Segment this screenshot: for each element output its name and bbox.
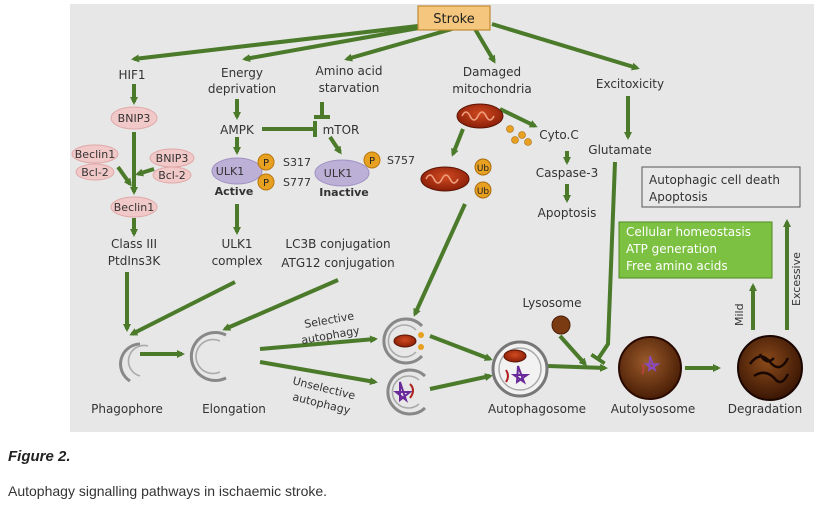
excitoxicity-label: Excitoxicity: [596, 77, 664, 91]
svg-text:Active: Active: [215, 185, 254, 198]
selective-autophagosome-icon: [382, 317, 424, 365]
beclin1-node: Beclin1: [110, 196, 158, 218]
ampk-label: AMPK: [220, 123, 255, 137]
svg-text:Bcl-2: Bcl-2: [81, 166, 109, 179]
svg-text:Inactive: Inactive: [319, 186, 369, 199]
svg-text:P: P: [263, 158, 269, 169]
ubiquitinated-mitochondrion-icon: Ub Ub: [420, 158, 492, 199]
caspase-3-label: Caspase-3: [536, 166, 599, 180]
svg-text:Ub: Ub: [477, 187, 490, 197]
svg-text:ULK1: ULK1: [216, 165, 244, 178]
autolysosome-label: Autolysosome: [611, 402, 696, 416]
stroke-node: Stroke: [417, 5, 491, 31]
svg-text:Apoptosis: Apoptosis: [649, 190, 708, 204]
figure-label: Figure 2.: [8, 448, 71, 465]
svg-text:ULK1: ULK1: [324, 167, 352, 180]
svg-text:Bcl-2: Bcl-2: [158, 169, 186, 182]
bnip3-bcl2-complex-right: BNIP3 Bcl-2: [149, 148, 195, 184]
svg-text:S317: S317: [283, 156, 311, 169]
mild-label: Mild: [733, 303, 746, 326]
energy-label-1: Energy: [221, 66, 263, 80]
beclin1-bcl2-complex-left: Beclin1 Bcl-2: [71, 144, 119, 181]
svg-text:BNIP3: BNIP3: [156, 152, 189, 165]
degradation-label: Degradation: [728, 402, 802, 416]
figure-caption: Autophagy signalling pathways in ischaem…: [8, 483, 328, 499]
ulk1-complex-label-1: ULK1: [222, 237, 253, 251]
svg-text:Beclin1: Beclin1: [114, 201, 154, 214]
lc3b-label: LC3B conjugation: [285, 237, 390, 251]
connector-arrows: [116, 22, 791, 391]
hif1-label: HIF1: [118, 68, 145, 82]
phagophore-label: Phagophore: [91, 402, 163, 416]
svg-text:Ub: Ub: [477, 164, 490, 174]
homeostasis-box: Cellular homeostasis ATP generation Free…: [618, 221, 773, 279]
amino-acid-label-1: Amino acid: [316, 64, 383, 78]
svg-text:Cellular homeostasis: Cellular homeostasis: [626, 225, 751, 239]
autophagy-pathway-diagram: Stroke HIF1 Energy deprivation Amino aci…: [70, 4, 814, 432]
autophagosome-label: Autophagosome: [488, 402, 586, 416]
svg-text:P: P: [263, 178, 269, 189]
elongation-label: Elongation: [202, 402, 266, 416]
glutamate-label: Glutamate: [588, 143, 651, 157]
phagophore-icon: [119, 342, 141, 383]
ulk1-complex-label-2: complex: [212, 254, 263, 268]
svg-text:Free amino acids: Free amino acids: [626, 259, 728, 273]
damaged-label-2: mitochondria: [452, 82, 531, 96]
svg-text:S757: S757: [387, 154, 415, 167]
ulk1-inactive-node: ULK1 P S757 Inactive: [314, 151, 415, 199]
atg12-label: ATG12 conjugation: [281, 256, 394, 270]
autolysosome-icon: [618, 336, 682, 400]
svg-text:Stroke: Stroke: [433, 12, 474, 27]
svg-text:BNIP3: BNIP3: [118, 112, 151, 125]
unselective-autophagosome-icon: [386, 368, 427, 416]
mtor-label: mTOR: [323, 123, 360, 137]
svg-text:S777: S777: [283, 176, 311, 189]
cell-death-box: Autophagic cell death Apoptosis: [641, 166, 801, 208]
ulk1-active-node: ULK1 P P S317 S777 Active: [211, 153, 311, 198]
svg-text:Beclin1: Beclin1: [75, 148, 115, 161]
damaged-label-1: Damaged: [463, 65, 521, 79]
elongation-icon: [189, 331, 227, 382]
svg-text:ATP generation: ATP generation: [626, 242, 717, 256]
lysosome-icon: [551, 315, 571, 335]
cytochrome-c-dots: [506, 125, 532, 146]
apoptosis-label: Apoptosis: [538, 206, 597, 220]
excessive-label: Excessive: [790, 252, 803, 306]
amino-acid-label-2: starvation: [319, 81, 380, 95]
degradation-icon: [737, 335, 803, 401]
lysosome-label: Lysosome: [523, 296, 582, 310]
svg-text:Autophagic cell death: Autophagic cell death: [649, 173, 780, 187]
cyto-c-label: Cyto.C: [539, 128, 579, 142]
energy-label-2: deprivation: [208, 82, 276, 96]
bnip3-node: BNIP3: [110, 106, 158, 130]
autophagosome-icon: [491, 340, 549, 398]
class3-label-1: Class III: [111, 237, 157, 251]
damaged-mitochondrion-icon: [456, 103, 504, 129]
class3-label-2: PtdIns3K: [108, 254, 162, 268]
svg-text:P: P: [369, 156, 375, 167]
